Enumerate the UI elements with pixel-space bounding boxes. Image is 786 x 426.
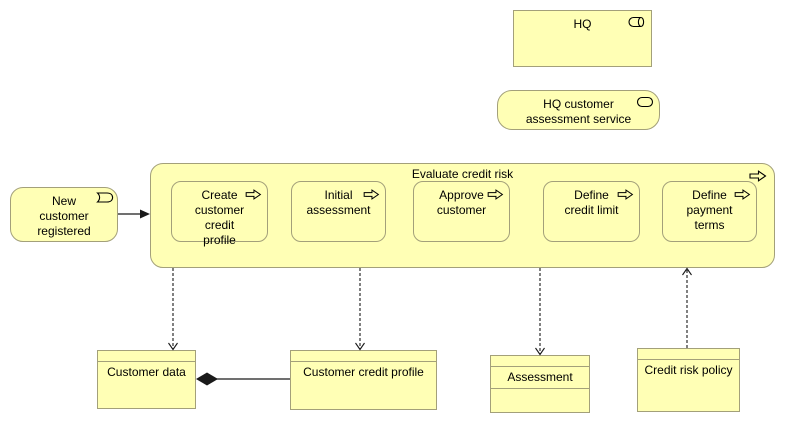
object-top-band (491, 356, 589, 367)
object-top-band (98, 351, 195, 362)
node-process-create-customer-credit-profile[interactable]: Create customer credit profile (171, 181, 268, 247)
node-process-initial-assessment[interactable]: Initial assessment (291, 181, 386, 242)
node-business-role-hq[interactable]: HQ (513, 10, 652, 67)
composition-connector-customer-data-to-credit-profile[interactable] (196, 372, 290, 386)
process-icon (487, 189, 505, 201)
node-label: New customer registered (37, 194, 91, 238)
node-process-define-credit-limit[interactable]: Define credit limit (543, 181, 640, 242)
node-business-object-customer-data[interactable]: Customer data (97, 350, 196, 409)
access-connector-initial-assessment-to-credit-profile[interactable] (355, 268, 365, 351)
node-label: Create customer credit profile (194, 188, 245, 247)
node-business-object-assessment[interactable]: Assessment (490, 355, 590, 413)
service-icon (636, 96, 654, 108)
node-label: Credit risk policy (644, 363, 733, 377)
node-label: Customer credit profile (303, 365, 424, 379)
node-label: Initial assessment (306, 188, 371, 217)
node-label: Approve customer (436, 188, 487, 217)
node-label: Evaluate credit risk (411, 167, 514, 181)
process-icon (363, 189, 381, 201)
node-label: HQ customer assessment service (525, 97, 632, 126)
node-label: Customer data (107, 365, 186, 379)
process-icon (749, 170, 767, 182)
node-process-define-payment-terms[interactable]: Define payment terms (662, 181, 757, 242)
process-icon (245, 189, 263, 201)
trigger-connector-new-customer-to-evaluate[interactable] (118, 209, 150, 219)
access-connector-create-profile-to-customer-data[interactable] (168, 268, 178, 351)
node-label: HQ (573, 17, 592, 31)
node-business-service-hq-customer-assessment[interactable]: HQ customer assessment service (497, 90, 660, 130)
process-icon (617, 189, 635, 201)
node-label: Assessment (491, 356, 589, 389)
role-icon (628, 16, 646, 28)
node-business-object-credit-risk-policy[interactable]: Credit risk policy (637, 348, 740, 412)
access-connector-approve-customer-to-assessment[interactable] (535, 268, 545, 356)
node-business-event-new-customer-registered[interactable]: New customer registered (10, 187, 118, 242)
node-process-approve-customer[interactable]: Approve customer (413, 181, 510, 242)
event-icon (96, 192, 114, 204)
object-top-band (291, 351, 436, 362)
object-top-band (638, 349, 739, 360)
access-connector-credit-risk-policy-to-define-payment-terms[interactable] (682, 267, 692, 349)
node-business-object-customer-credit-profile[interactable]: Customer credit profile (290, 350, 437, 410)
node-label: Define payment terms (686, 188, 733, 232)
process-icon (734, 189, 752, 201)
node-label: Define credit limit (564, 188, 619, 217)
